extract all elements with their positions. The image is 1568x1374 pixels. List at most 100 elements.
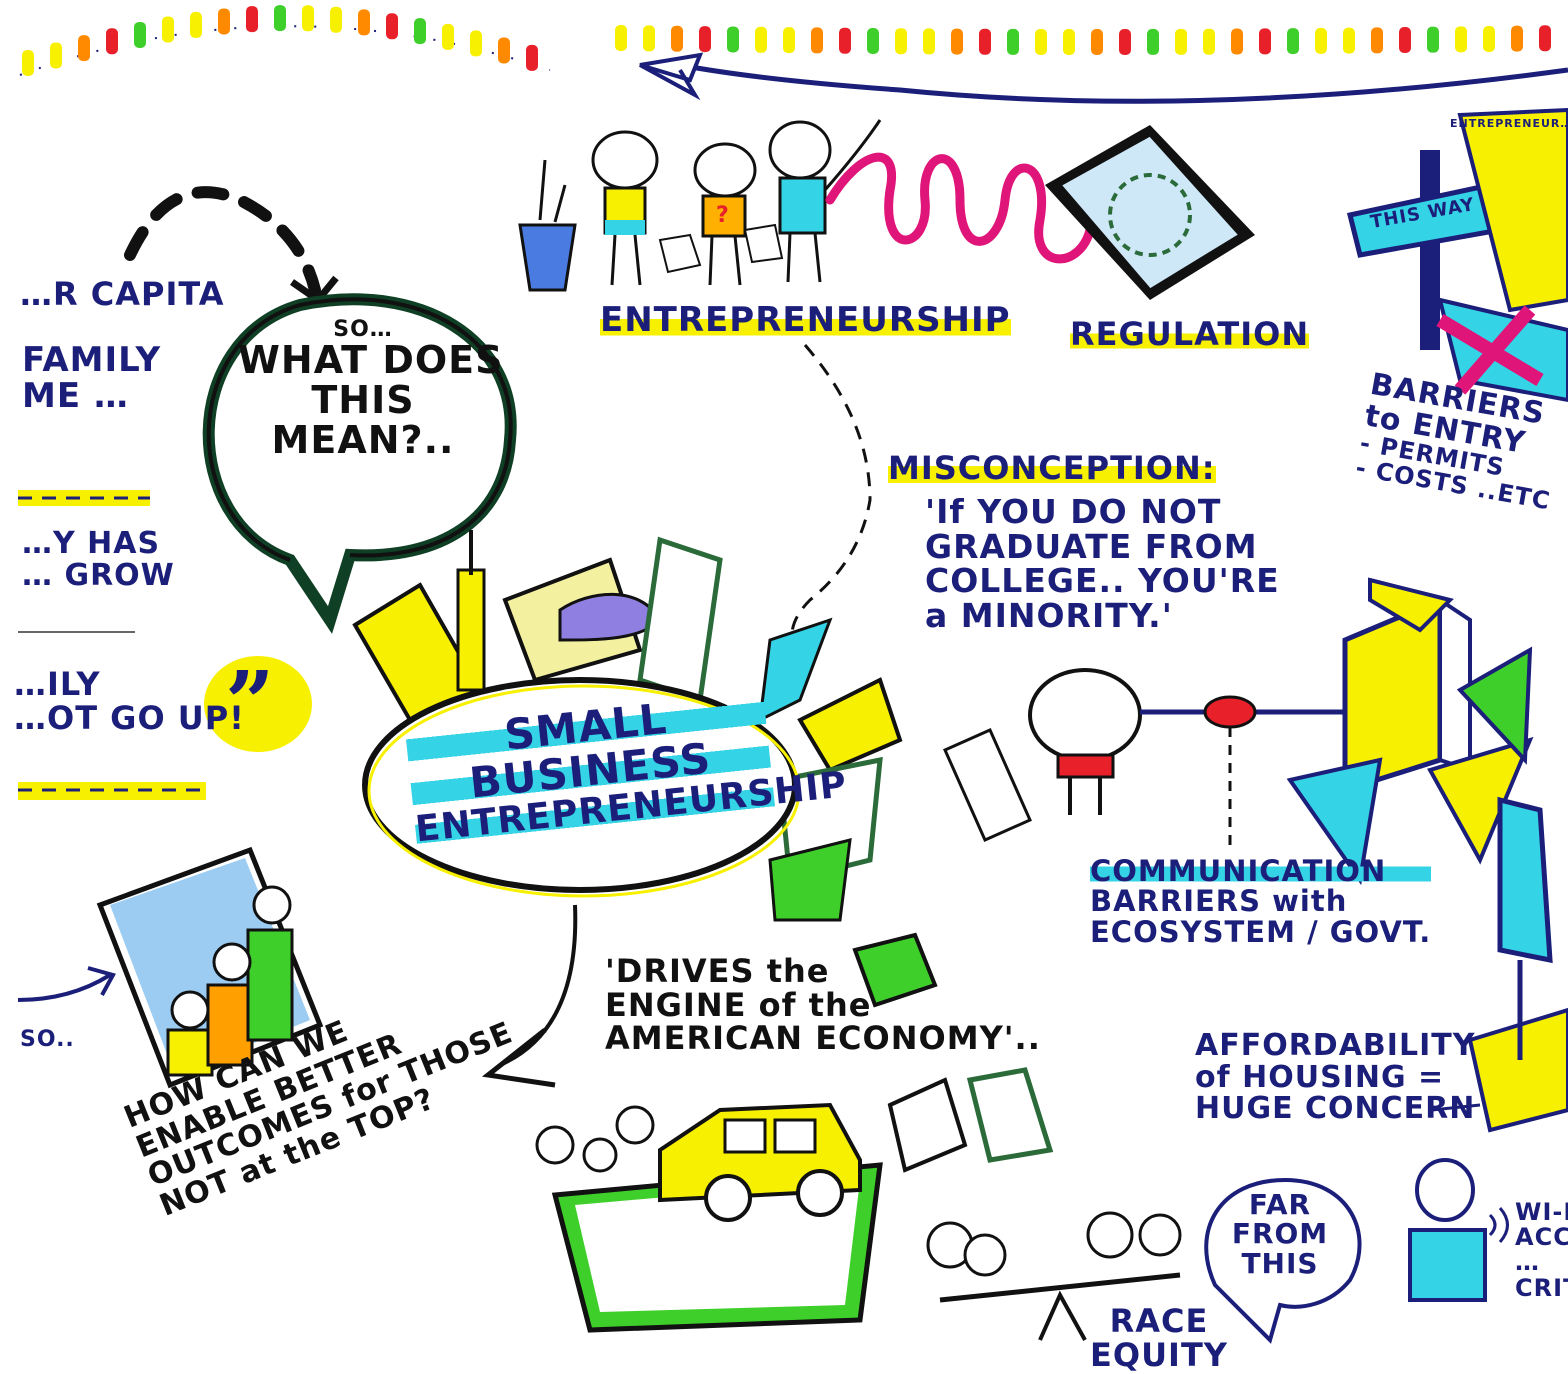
border-color-tick — [839, 27, 851, 54]
border-color-tick — [218, 8, 230, 35]
communication-line: COMMUNICATION — [1090, 856, 1432, 886]
border-color-tick — [386, 13, 398, 40]
race-equity-seesaw — [926, 1177, 1362, 1344]
equity-line: EQUITY — [1090, 1335, 1228, 1374]
misconception-quote: 'If YOU DO NOT GRADUATE FROM COLLEGE.. Y… — [925, 494, 1280, 635]
affordability-line: AFFORDABILITY — [1195, 1028, 1476, 1063]
misconception-line-2: GRADUATE FROM — [925, 526, 1258, 566]
border-color-tick — [134, 21, 146, 48]
border-color-tick — [442, 23, 454, 50]
border-color-tick — [526, 44, 538, 71]
border-color-tick — [1091, 28, 1103, 55]
border-color-tick — [22, 50, 34, 76]
not-go-up-fragment: …ILY …OT GO UP! — [14, 665, 245, 735]
entrepreneurship-regulation-squiggle — [825, 152, 1095, 264]
border-color-tick — [1231, 28, 1243, 55]
building-illustration — [1286, 577, 1534, 886]
american-economy-line: AMERICAN ECONOMY'.. — [605, 1019, 1041, 1058]
wifi-line: WI-F… — [1515, 1198, 1568, 1226]
from-line: FROM — [1231, 1217, 1329, 1251]
family-me-fragment: FAMILY ME … — [22, 340, 162, 416]
affordability-housing: AFFORDABILITY of HOUSING = HUGE CONCERN — [1195, 1030, 1475, 1125]
signpost-illustration — [1346, 107, 1568, 403]
border-color-tick — [951, 28, 963, 55]
border-color-tick — [783, 27, 795, 54]
drives-line: 'DRIVES the — [605, 952, 830, 990]
border-color-tick — [867, 27, 879, 54]
border-color-tick — [330, 6, 342, 33]
bubble-line-what-does: WHAT DOES — [238, 338, 504, 383]
huge-concern-line: HUGE CONCERN — [1195, 1091, 1476, 1126]
wifi-line-3: … — [1515, 1248, 1540, 1277]
border-color-tick — [699, 26, 711, 53]
border-color-tick — [1035, 28, 1047, 55]
speech-bubble — [202, 293, 517, 634]
border-color-tick — [1539, 25, 1551, 52]
border-color-tick — [1483, 25, 1495, 52]
misconception-heading-text: MISCONCEPTION: — [888, 449, 1216, 487]
border-color-tick — [470, 30, 482, 57]
of-housing-line: of HOUSING = — [1195, 1059, 1445, 1095]
border-color-tick — [106, 28, 118, 55]
border-color-tick — [1119, 28, 1131, 55]
dashed-connector-entrepreneurship — [790, 344, 872, 641]
entrepreneurship-label: ENTREPRENEURSHIP — [600, 300, 1011, 340]
regulation-book-illustration — [1045, 125, 1255, 300]
regulation-label: REGULATION — [1070, 315, 1310, 353]
border-color-tick — [1259, 28, 1271, 55]
car-family-illustration — [535, 932, 1054, 1333]
border-color-tick — [671, 25, 683, 52]
this-line: THIS — [1241, 1246, 1319, 1280]
top-right-fragment: ENTREPRENEUR… — [1450, 117, 1568, 130]
border-color-tick — [1399, 27, 1411, 54]
border-color-tick — [811, 27, 823, 54]
me-line: ME … — [22, 375, 129, 416]
top-wave-arrow — [639, 52, 1568, 104]
has-line: …Y HAS — [22, 526, 161, 561]
border-color-tick — [1371, 27, 1383, 54]
stepping-people-illustration — [96, 846, 324, 1089]
speech-bubble-text: SO… WHAT DOES THIS MEAN?.. — [238, 317, 504, 462]
critical-line: CRITI… — [1515, 1273, 1568, 1302]
border-color-tick — [50, 42, 62, 69]
bubble-line-this: THIS — [311, 377, 415, 422]
bubble-line-mean: MEAN?.. — [271, 417, 455, 462]
left-column-decorations: ” — [17, 490, 312, 1002]
per-capita-fragment: …R CAPITA — [20, 275, 225, 313]
border-color-tick — [727, 26, 739, 53]
misconception-heading: MISCONCEPTION: — [888, 449, 1216, 487]
communication-barriers: COMMUNICATION BARRIERS with ECOSYSTEM / … — [1090, 856, 1432, 949]
access-line: ACCE… — [1515, 1223, 1568, 1252]
top-dotted-border — [19, 5, 1551, 76]
so-fragment: SO.. — [20, 1027, 75, 1052]
border-color-tick — [1175, 28, 1187, 55]
wifi-access-fragment: WI-F… ACCE… … CRITI… — [1515, 1198, 1568, 1302]
right-edge-illustration — [1467, 796, 1568, 1133]
has-grow-fragment: …Y HAS … GROW — [22, 528, 175, 591]
bubble-line-so: SO… — [333, 317, 393, 342]
misconception-line-4: a MINORITY.' — [925, 595, 1173, 635]
border-color-tick — [615, 25, 627, 51]
border-color-tick — [1007, 28, 1019, 55]
border-color-tick — [1063, 28, 1075, 55]
border-color-tick — [1203, 28, 1215, 55]
far-line: FAR — [1248, 1188, 1312, 1221]
person-to-building-link — [943, 668, 1350, 850]
family-line: FAMILY — [22, 340, 162, 380]
border-color-tick — [1315, 27, 1327, 54]
border-color-tick — [274, 5, 286, 32]
wifi-person-illustration — [1408, 1158, 1509, 1302]
arrow-oval-to-question — [481, 904, 578, 1088]
border-color-tick — [246, 6, 258, 33]
affordability-connector — [1431, 1103, 1481, 1112]
border-color-tick — [1511, 25, 1523, 52]
ecosystem-govt-line: ECOSYSTEM / GOVT. — [1090, 914, 1432, 949]
misconception-line-3: COLLEGE.. YOU'RE — [925, 561, 1280, 601]
ily-line: …ILY — [14, 665, 101, 703]
border-color-tick — [895, 28, 907, 55]
engine-line: ENGINE of the — [605, 985, 872, 1024]
border-color-tick — [414, 18, 426, 45]
race-line: RACE — [1109, 1302, 1209, 1340]
barriers-with-line: BARRIERS with — [1090, 884, 1348, 919]
border-color-tick — [1147, 28, 1159, 55]
